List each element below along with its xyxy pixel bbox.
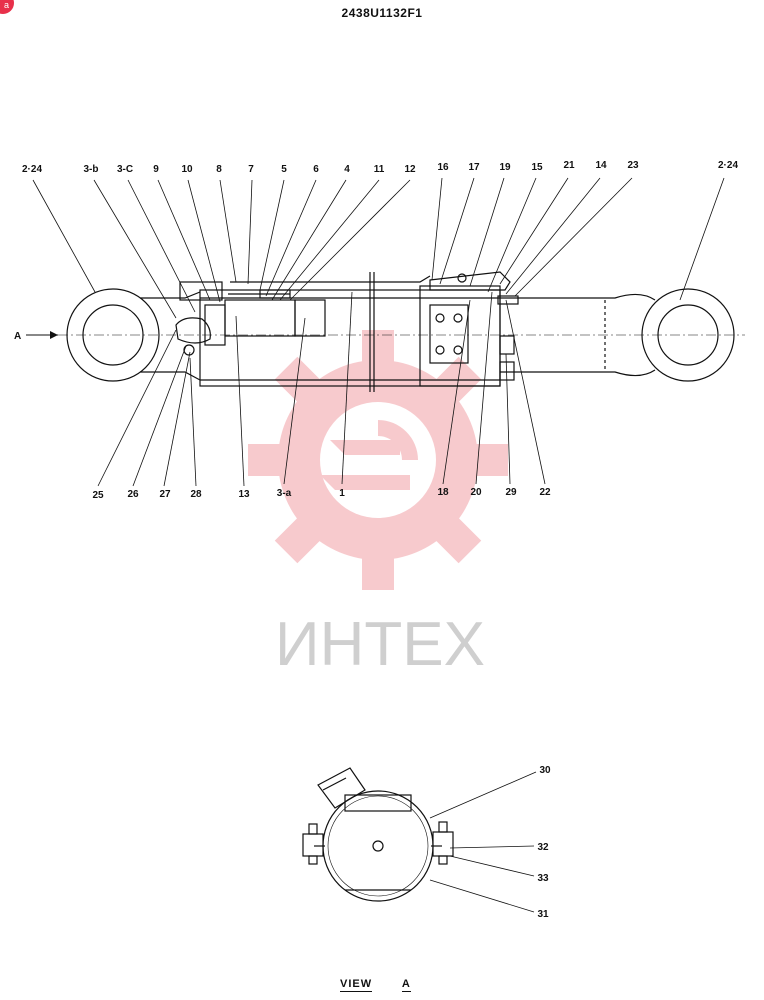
callout-bottom-7: 18: [437, 487, 449, 498]
callout-bottom-1: 26: [127, 489, 139, 500]
callout-top-16: 21: [563, 160, 575, 171]
view-a-leaders: [429, 771, 537, 913]
callout-top-1: 3-b: [84, 164, 99, 175]
callout-bottom-2: 27: [159, 489, 171, 500]
callout-top-0: 2·24: [22, 164, 42, 175]
callout-top-17: 14: [595, 160, 607, 171]
document-id: 2438U1132F1: [341, 6, 423, 20]
view-callout-0: 30: [539, 765, 551, 776]
callout-top-4: 10: [181, 164, 193, 175]
callout-top-19: 2·24: [718, 160, 738, 171]
callout-bottom-3: 28: [190, 489, 202, 500]
callout-top-13: 17: [468, 162, 480, 173]
callout-top-12: 16: [437, 162, 449, 173]
callout-bottom-9: 29: [505, 487, 517, 498]
leader-lines-top: [32, 177, 725, 319]
callout-bottom-0: 25: [92, 490, 104, 501]
callout-top-3: 9: [153, 164, 159, 175]
watermark-text: ИНТЕХ: [275, 610, 485, 679]
view-title-prefix: VIEW: [340, 978, 373, 992]
view-callout-3: 31: [537, 909, 549, 920]
callout-bottom-5: 3-a: [277, 488, 292, 499]
view-a-section: [302, 767, 454, 902]
callout-top-15: 15: [531, 162, 543, 173]
rod-head-gland: [419, 271, 511, 387]
callout-top-8: 6: [313, 164, 319, 175]
callout-bottom-6: 1: [339, 488, 345, 499]
corner-badge: a: [0, 0, 14, 14]
callout-bottom-4: 13: [238, 489, 250, 500]
leader-lines-bottom: [97, 291, 546, 487]
callout-top-18: 23: [627, 160, 639, 171]
view-title-letter: A: [401, 978, 411, 992]
view-callout-2: 33: [537, 873, 549, 884]
left-eye-end: [66, 288, 201, 382]
callout-top-7: 5: [281, 164, 287, 175]
watermark-logo: [248, 330, 508, 590]
view-a-arrow: A: [14, 331, 745, 342]
view-title: VIEW A: [340, 978, 411, 992]
callout-bottom-8: 20: [470, 487, 482, 498]
callout-top-5: 8: [216, 164, 222, 175]
callout-top-14: 19: [499, 162, 511, 173]
piston-rod: [497, 293, 656, 381]
callouts-bottom: 25 26 27 28 13 3-a 1 18 20 29 22: [92, 487, 551, 501]
view-callout-1: 32: [537, 842, 549, 853]
view-a-callouts: 30 32 33 31: [537, 765, 551, 920]
callout-top-6: 7: [248, 164, 254, 175]
callout-top-10: 11: [374, 164, 385, 175]
callout-top-2: 3-C: [117, 164, 133, 175]
callout-bottom-10: 22: [539, 487, 551, 498]
callout-top-9: 4: [344, 164, 350, 175]
callouts-top: 2·24 3-b 3-C 9 10 8 7 5 6 4 11 12 16 17 …: [22, 160, 738, 175]
callout-top-11: 12: [404, 164, 416, 175]
cylinder-tube: [175, 272, 501, 392]
svg-text:A: A: [14, 331, 21, 342]
right-eye-end: [641, 288, 735, 382]
